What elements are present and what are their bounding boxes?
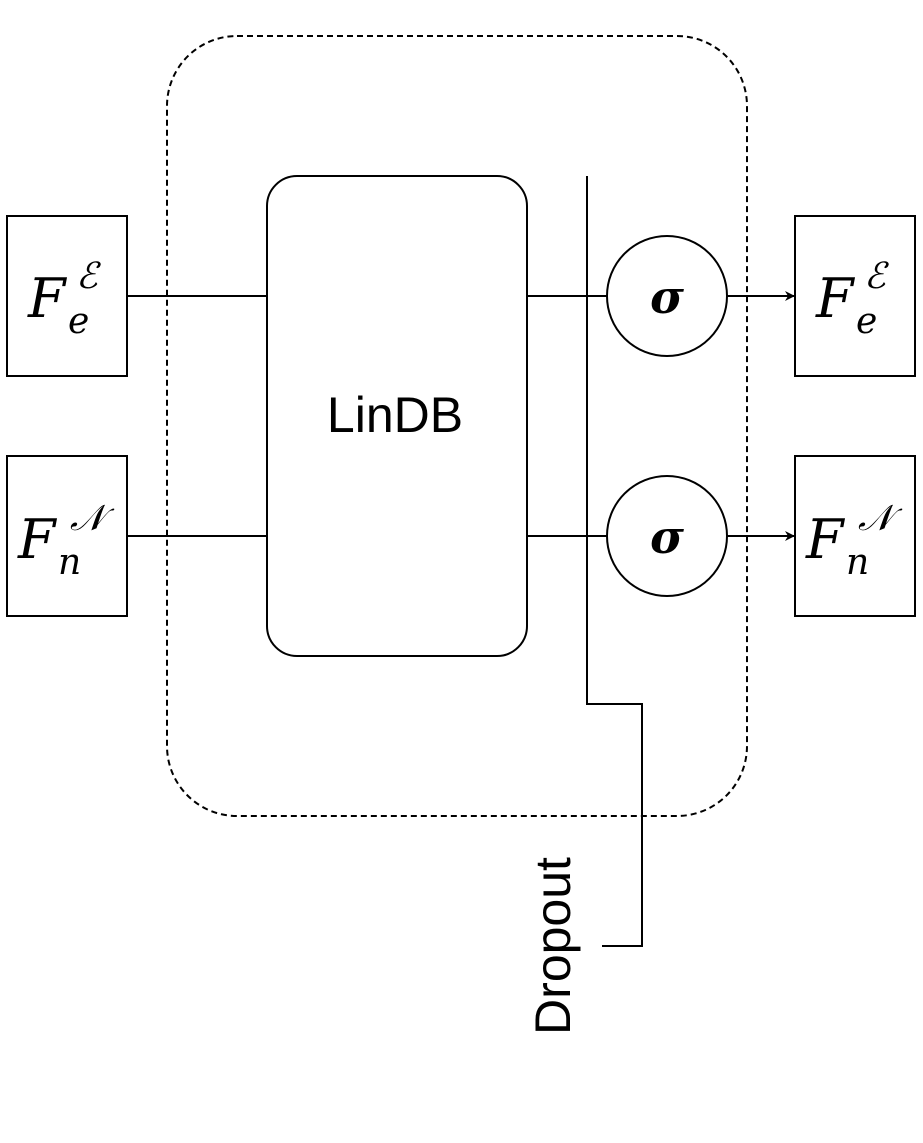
output-node-sub: n — [846, 542, 869, 583]
dropout-line — [586, 176, 643, 947]
module-boundary — [166, 35, 748, 817]
input-node-base: F — [17, 508, 58, 571]
output-node-features: F n 𝒩 — [794, 455, 916, 617]
output-edge-features: F e ℰ — [794, 215, 916, 377]
output-edge-sub: e — [856, 301, 877, 342]
output-edge-base: F — [815, 267, 856, 330]
dropout-label: Dropout — [525, 857, 581, 1035]
sigma-bottom-node: σ — [606, 475, 728, 597]
sigma-bottom-symbol: σ — [650, 510, 684, 564]
lindb-label: LinDB — [327, 387, 463, 443]
output-node-base: F — [805, 508, 846, 571]
input-node-features: F n 𝒩 — [6, 455, 128, 617]
output-edge-sup: ℰ — [864, 256, 889, 297]
input-edge-sub: e — [68, 301, 89, 342]
lindb-block: LinDB — [266, 175, 528, 657]
input-edge-sup: ℰ — [76, 256, 101, 297]
input-edge-base: F — [27, 267, 68, 330]
sigma-top-symbol: σ — [650, 270, 684, 324]
sigma-top-node: σ — [606, 235, 728, 357]
input-edge-features: F e ℰ — [6, 215, 128, 377]
input-node-sub: n — [58, 542, 81, 583]
